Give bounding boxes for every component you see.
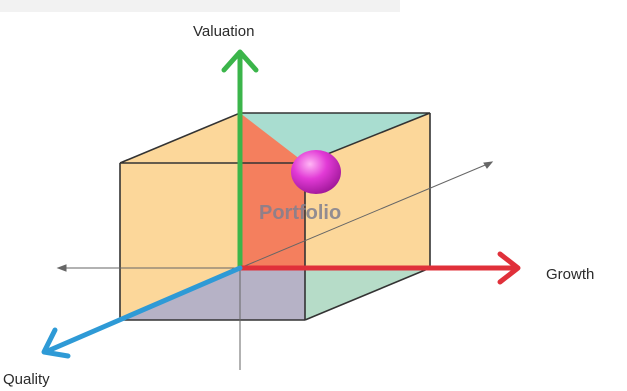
growth-axis-label: Growth: [546, 266, 594, 283]
portfolio-sphere: [291, 150, 341, 194]
quality-axis-arrow: [41, 265, 243, 359]
reference-axes: [56, 161, 494, 370]
cube-edges: [119, 112, 431, 321]
valuation-axis-arrow: [221, 49, 259, 271]
cube-inner-back-wall: [240, 113, 305, 268]
portfolio-label: Portfolio: [259, 202, 341, 224]
quality-axis-label: Quality: [3, 371, 50, 388]
growth-axis-arrow: [237, 251, 521, 285]
valuation-axis-label: Valuation: [193, 23, 254, 40]
cube-inner-floor: [120, 268, 305, 320]
top-background-band: [0, 0, 400, 12]
